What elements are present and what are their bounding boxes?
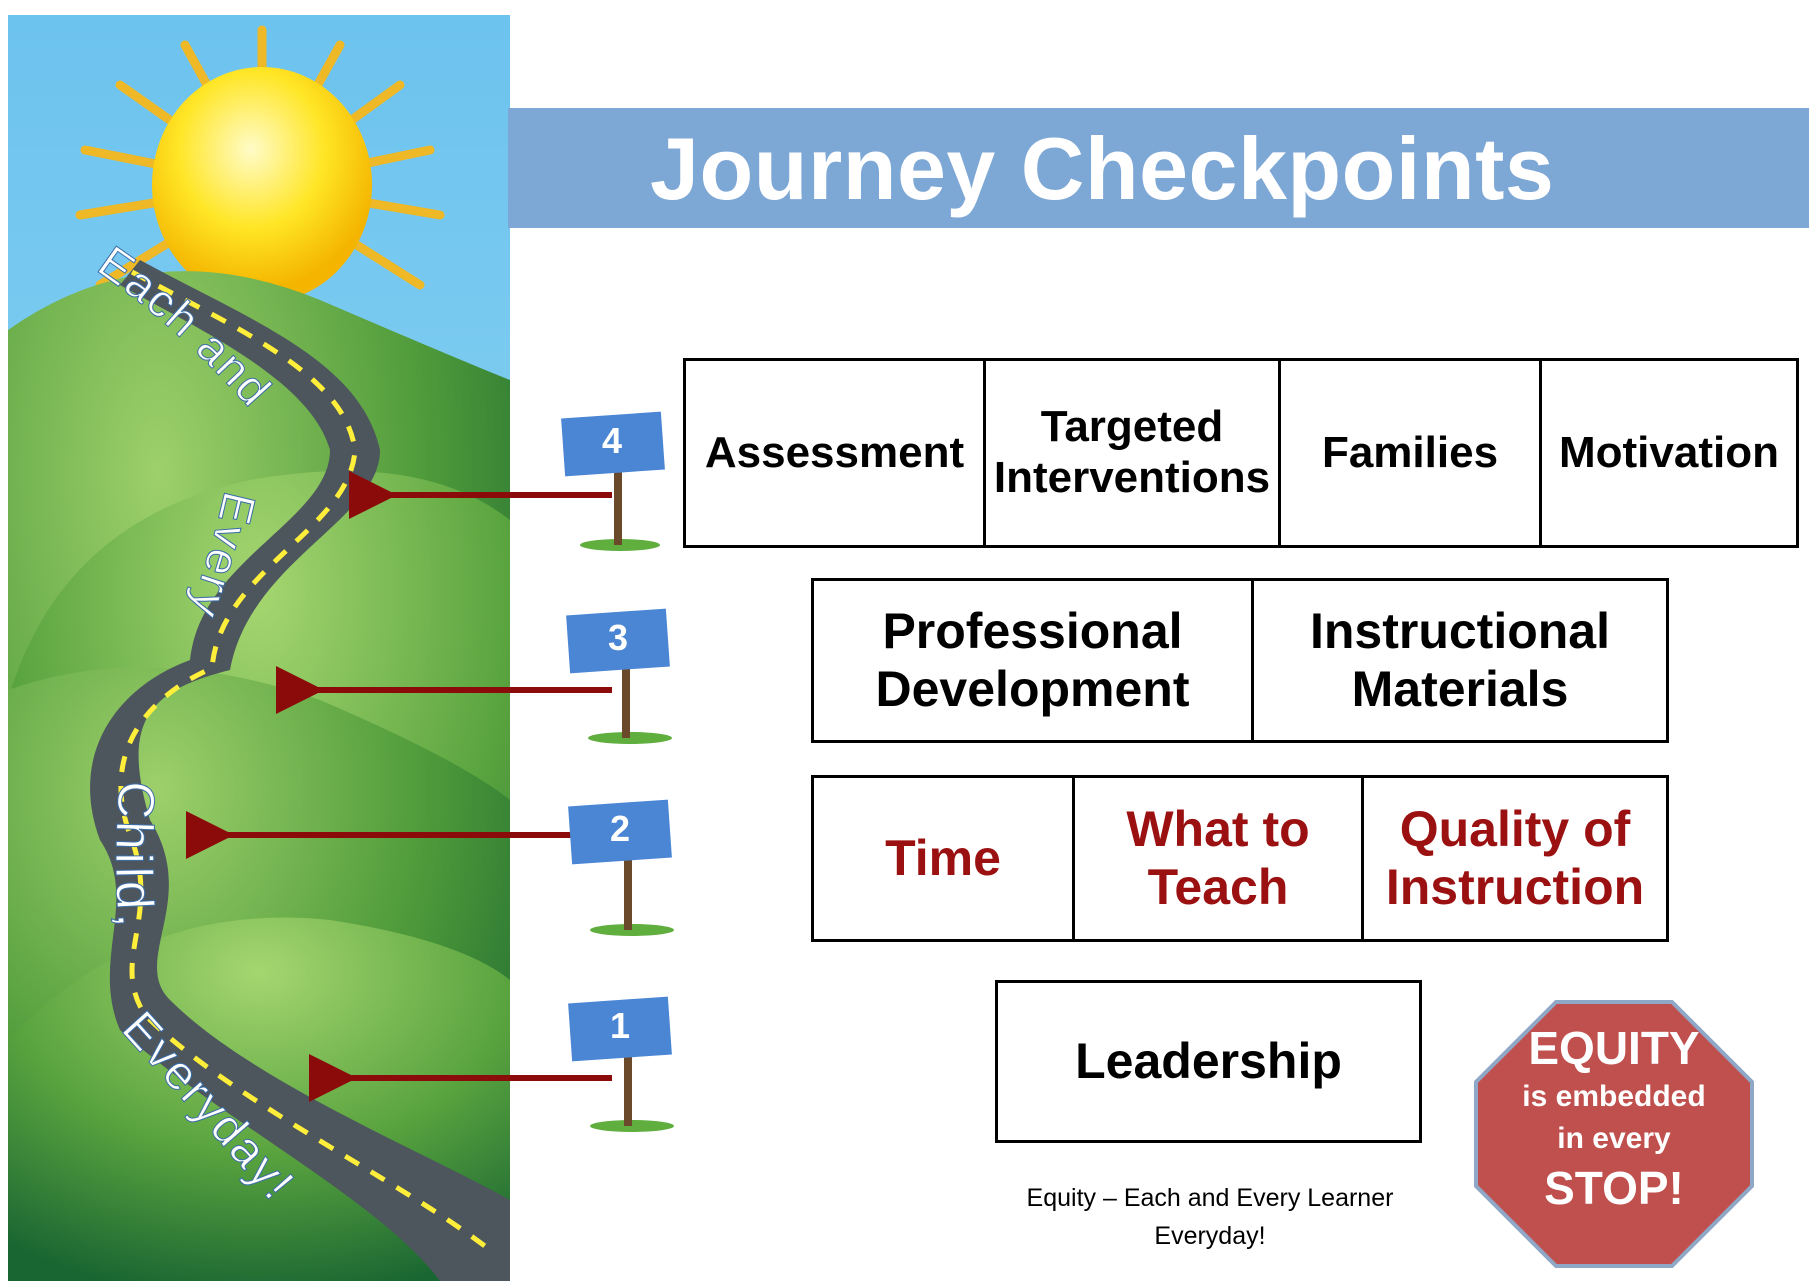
checkpoint-number-3: 3 [607, 617, 629, 658]
footnote: Equity – Each and Every Learner Everyday… [990, 1180, 1430, 1255]
stop-sign-line-2: is embedded [1522, 1080, 1706, 1113]
checkpoint-2-item: Quality of Instruction [1361, 778, 1666, 939]
footnote-line-1: Equity – Each and Every Learner [1026, 1184, 1394, 1212]
checkpoint-1-row: Leadership [995, 980, 1422, 1143]
svg-text:Child,: Child, [104, 779, 166, 932]
checkpoint-4-item: Targeted Interventions [983, 361, 1278, 545]
checkpoint-2-item: Time [885, 829, 1001, 886]
stop-sign [1474, 1000, 1754, 1268]
title-bar [508, 108, 1809, 228]
checkpoint-number-1: 1 [609, 1005, 631, 1046]
checkpoint-2-item: What to Teach [1072, 778, 1361, 939]
stop-sign-line-1: EQUITY [1528, 1022, 1700, 1074]
checkpoint-3-item: Professional Development [875, 603, 1190, 717]
footnote-line-2: Everyday! [1154, 1221, 1266, 1250]
checkpoint-3-row: Professional Development Instructional M… [811, 578, 1669, 743]
checkpoint-4-item: Assessment [704, 427, 965, 477]
road-text-3: Child, [103, 779, 163, 933]
checkpoint-4-item: Families [1278, 361, 1539, 545]
stop-sign-text: EQUITY is embedded in every STOP! [1474, 1020, 1754, 1216]
checkpoint-number-4: 4 [601, 420, 623, 461]
page-title: Journey Checkpoints [650, 119, 1555, 218]
stop-sign-line-3: in every [1557, 1122, 1671, 1155]
checkpoint-4-row: Assessment Targeted Interventions Famili… [683, 358, 1799, 548]
road-illustration: Each and Every Child, Everyday! [8, 15, 511, 1281]
stop-sign-line-4: STOP! [1544, 1162, 1684, 1214]
checkpoint-1-item: Leadership [1075, 1032, 1342, 1089]
checkpoint-4-item: Motivation [1539, 361, 1796, 545]
checkpoint-2-row: Time What to Teach Quality of Instructio… [811, 775, 1669, 942]
checkpoint-number-2: 2 [609, 808, 631, 849]
checkpoint-3-item: Instructional Materials [1251, 581, 1666, 740]
